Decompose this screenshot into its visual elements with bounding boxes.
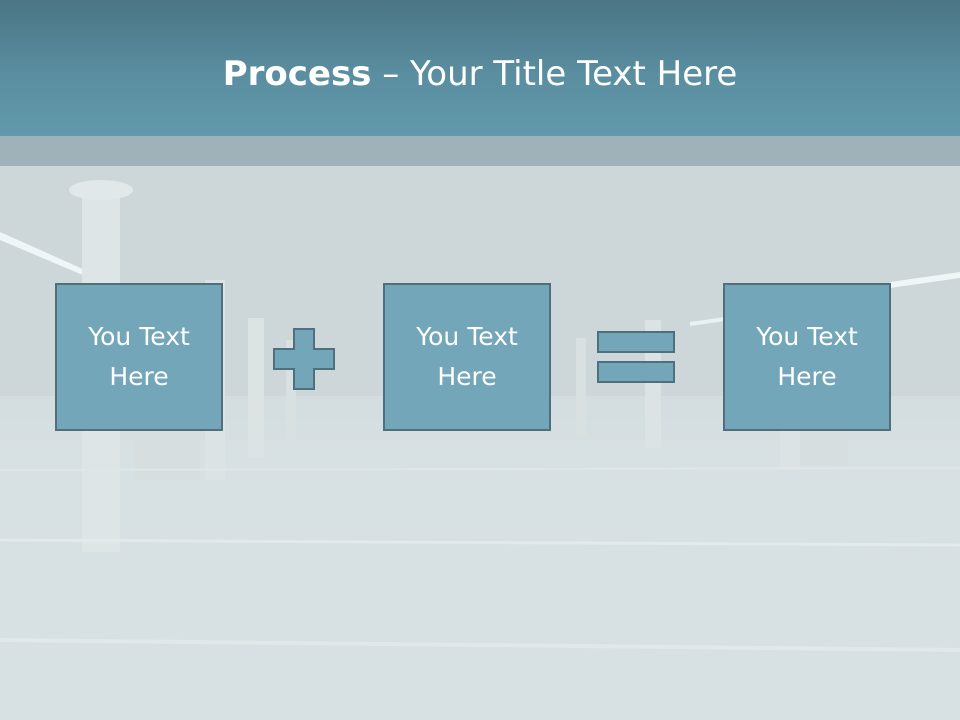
title-sub-band [0, 136, 960, 166]
text-box-1-line-2: Here [109, 362, 169, 391]
text-box-2-line-2: Here [437, 362, 497, 391]
plus-icon [273, 328, 335, 390]
text-box-2-line-1: You Text [416, 322, 518, 351]
title-bold: Process [222, 54, 372, 94]
text-box-1[interactable]: You Text Here [55, 283, 223, 431]
equals-icon [597, 331, 675, 383]
text-box-2[interactable]: You Text Here [383, 283, 551, 431]
text-box-3[interactable]: You Text Here [723, 283, 891, 431]
text-box-3-line-1: You Text [756, 322, 858, 351]
text-box-3-line-2: Here [777, 362, 837, 391]
title-band [0, 0, 960, 136]
slide-title: Process – Your Title Text Here [0, 52, 960, 96]
title-rest: – Your Title Text Here [371, 54, 738, 94]
text-box-1-line-1: You Text [88, 322, 190, 351]
